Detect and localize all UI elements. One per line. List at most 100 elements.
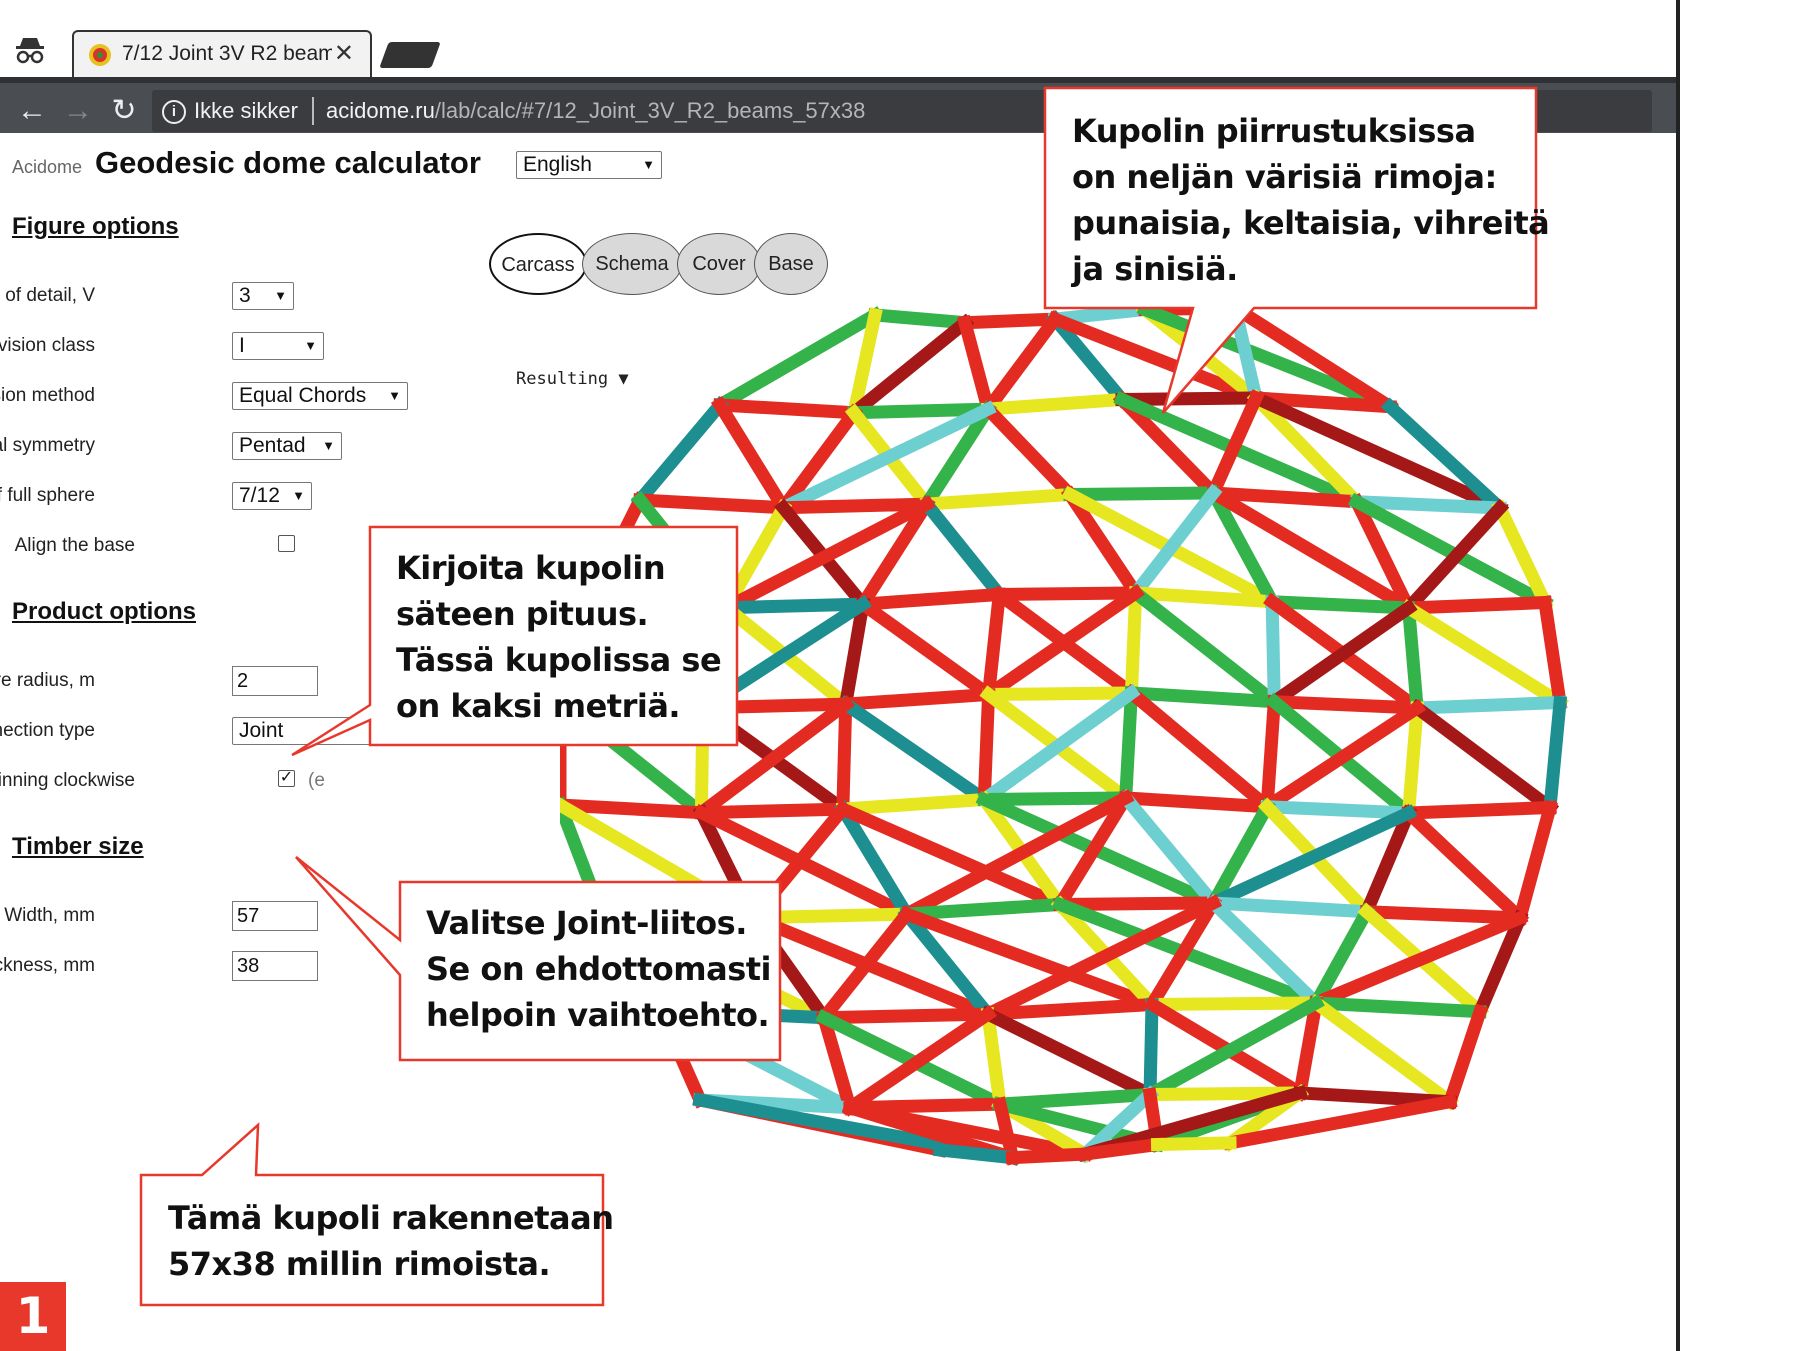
dome-beam bbox=[1399, 599, 1569, 712]
dome-beam bbox=[978, 399, 1080, 504]
dome-beam bbox=[1401, 800, 1557, 820]
resulting-toggle[interactable]: Resulting ▼ bbox=[516, 369, 629, 389]
tab-cover[interactable]: Cover bbox=[677, 233, 761, 295]
dome-beam bbox=[1077, 1137, 1165, 1162]
dome-beam bbox=[814, 904, 916, 1027]
dome-beam bbox=[1410, 695, 1567, 715]
dome-beam bbox=[842, 1100, 1093, 1162]
dome-beam bbox=[1112, 390, 1223, 503]
subdivision-class-select[interactable]: I▼ bbox=[232, 332, 324, 360]
callout-line: on neljän värisiä rimoja: bbox=[1072, 158, 1497, 196]
dome-beam bbox=[1512, 799, 1558, 926]
callout-line: Tässä kupolissa se bbox=[396, 641, 722, 679]
dome-beam bbox=[979, 583, 1145, 704]
callout-timber-text: Tämä kupoli rakennetaan 57x38 millin rim… bbox=[168, 1195, 614, 1287]
callout-line: 57x38 millin rimoista. bbox=[168, 1245, 551, 1283]
dropdown-arrow-icon: ▼ bbox=[292, 488, 305, 503]
dome-beam bbox=[1267, 694, 1424, 715]
dome-beam bbox=[897, 904, 998, 1024]
dome-beam bbox=[776, 497, 934, 515]
dome-beam bbox=[853, 595, 998, 704]
dome-beam bbox=[899, 897, 1067, 922]
part-of-sphere-select[interactable]: 7/12▼ bbox=[232, 482, 312, 510]
subdivision-method-select[interactable]: Equal Chords ▼ bbox=[232, 382, 408, 410]
close-tab-icon[interactable]: ✕ bbox=[333, 40, 354, 67]
dome-beam bbox=[1292, 995, 1324, 1101]
forward-arrow-icon[interactable]: → bbox=[63, 94, 93, 127]
dome-beam bbox=[1124, 686, 1282, 709]
dome-beam bbox=[917, 494, 1009, 604]
dome-beam bbox=[958, 312, 1062, 330]
dome-beam bbox=[711, 306, 884, 414]
width-label: Width, mm bbox=[4, 905, 95, 926]
dome-beam bbox=[1143, 894, 1223, 1014]
dome-beam bbox=[957, 314, 996, 418]
dropdown-arrow-icon: ▼ bbox=[322, 438, 335, 453]
url-domain: acidome.ru bbox=[326, 98, 435, 123]
dome-beam bbox=[713, 398, 861, 420]
back-arrow-icon[interactable]: ← bbox=[17, 94, 47, 127]
callout-colors-text: Kupolin piirrustuksissa on neljän värisi… bbox=[1072, 108, 1550, 292]
dome-beam bbox=[1143, 997, 1159, 1102]
callout-line: helpoin vaihtoehto. bbox=[426, 996, 770, 1034]
connection-type-select[interactable]: Joint▼ bbox=[232, 717, 392, 745]
callout-line: Kupolin piirrustuksissa bbox=[1072, 112, 1476, 150]
dome-beam bbox=[1265, 598, 1418, 711]
dome-beam bbox=[975, 683, 1141, 809]
callout-line: Kirjoita kupolin bbox=[396, 549, 666, 587]
dome-beam bbox=[992, 1096, 1021, 1166]
sphere-radius-input[interactable]: 2 bbox=[232, 666, 318, 696]
dome-beam bbox=[977, 791, 1133, 807]
tab-base[interactable]: Base bbox=[754, 233, 828, 295]
dropdown-arrow-icon: ▼ bbox=[642, 157, 655, 172]
tab-schema[interactable]: Schema bbox=[582, 233, 682, 295]
dome-beam bbox=[977, 687, 996, 807]
dropdown-arrow-icon: ▼ bbox=[388, 388, 401, 403]
tab-carcass[interactable]: Carcass bbox=[489, 233, 587, 295]
spinning-clockwise-checkbox[interactable]: ✓ bbox=[278, 769, 295, 787]
new-tab-button[interactable] bbox=[379, 42, 441, 68]
dome-beam bbox=[1537, 595, 1568, 710]
dropdown-arrow-icon: ▼ bbox=[274, 288, 287, 303]
browser-tab[interactable]: 7/12 Joint 3V R2 beams 5 ✕ bbox=[72, 30, 372, 77]
dome-beam bbox=[1441, 1003, 1489, 1110]
dome-beam bbox=[630, 395, 730, 510]
dome-beam bbox=[1260, 799, 1416, 820]
dome-beam bbox=[1204, 893, 1326, 1013]
language-select[interactable]: English▼ bbox=[516, 151, 662, 179]
dropdown-arrow-icon: ▼ bbox=[372, 723, 385, 738]
dome-beam bbox=[833, 800, 916, 924]
reload-icon[interactable]: ↻ bbox=[111, 94, 137, 127]
thickness-label: Thickness, mm bbox=[0, 955, 95, 976]
dome-carcass-render[interactable] bbox=[560, 300, 1805, 1351]
dome-beam bbox=[1118, 791, 1275, 814]
thickness-input[interactable]: 38 bbox=[232, 951, 318, 981]
dome-beam bbox=[982, 686, 1138, 702]
dome-beam bbox=[1053, 896, 1220, 912]
url-separator bbox=[312, 97, 314, 125]
acidome-logo[interactable]: Acidome bbox=[12, 157, 83, 177]
rotational-symmetry-value: Pentad bbox=[239, 434, 306, 457]
dome-beam bbox=[1347, 493, 1418, 617]
callout-line: punaisia, keltaisia, vihreitä bbox=[1072, 204, 1550, 242]
dome-beam bbox=[838, 596, 871, 712]
dome-beam bbox=[1126, 483, 1223, 603]
url-path: /lab/calc/#7/12_Joint_3V_R2_beams_57x38 bbox=[434, 98, 866, 123]
security-status[interactable]: Ikke sikker bbox=[194, 98, 298, 123]
rotational-symmetry-select[interactable]: Pentad ▼ bbox=[232, 432, 342, 460]
level-of-detail-select[interactable]: 3▼ bbox=[232, 282, 294, 310]
dome-beam bbox=[1399, 803, 1530, 928]
dome-beam bbox=[1150, 1136, 1237, 1152]
dome-beam bbox=[633, 493, 791, 515]
dropdown-arrow-icon: ▼ bbox=[304, 338, 317, 353]
dome-beam bbox=[847, 402, 995, 420]
dome-beam bbox=[1204, 797, 1276, 912]
info-icon[interactable]: i bbox=[162, 100, 186, 124]
align-base-checkbox[interactable] bbox=[278, 535, 295, 552]
dome-beam bbox=[992, 586, 1143, 602]
width-input[interactable]: 57 bbox=[232, 901, 318, 931]
subdivision-method-value: Equal Chords bbox=[239, 384, 367, 407]
url-text[interactable]: acidome.ru/lab/calc/#7/12_Joint_3V_R2_be… bbox=[326, 98, 865, 124]
dome-beam bbox=[1307, 909, 1529, 1012]
callout-line: ja sinisiä. bbox=[1072, 250, 1238, 288]
